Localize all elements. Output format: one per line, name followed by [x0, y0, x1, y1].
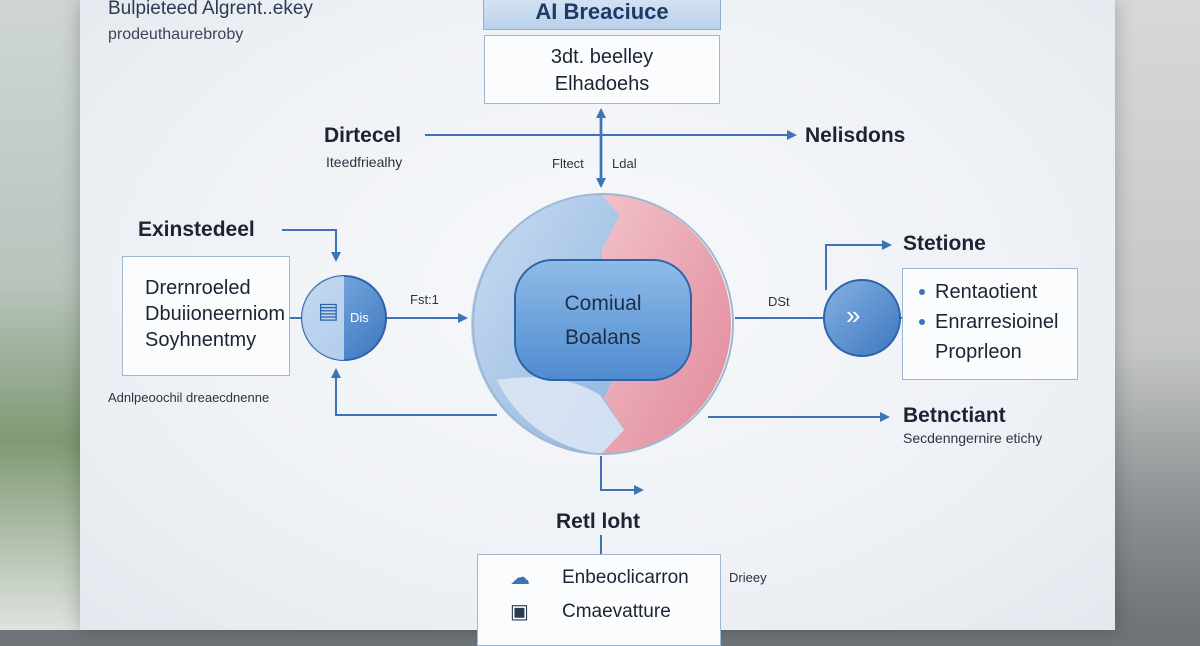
axis-label-right: Ldal: [612, 156, 637, 171]
right-sub-bottom: Secdenngernire etichy: [903, 430, 1043, 446]
right-arrow-label: DSt: [768, 294, 790, 309]
diagram-graphics: [282, 108, 902, 554]
right-box-item-1: Rentaotient: [935, 281, 1038, 303]
center-line-1: Comiual: [564, 292, 642, 315]
double-chevron-icon: »: [846, 300, 861, 330]
network-cloud-icon: ☁: [510, 567, 530, 589]
corner-subtitle: prodeuthaurebroby: [108, 26, 244, 43]
top-title-box: AI Breaciuce: [483, 0, 721, 30]
top-box-line-1: 3dt. beelley: [550, 46, 654, 68]
bottom-box: ☁ Enbeoclicarron ▣ Cmaevatture: [477, 554, 721, 646]
right-node: [823, 279, 901, 357]
central-split-circle: [471, 193, 734, 455]
left-return-arrow: [331, 368, 497, 416]
top-title: AI Breaciuce: [535, 0, 669, 24]
left-box-line-2: Dbuiioneerniom: [145, 303, 286, 325]
left-heading: Exinstedeel: [138, 218, 255, 241]
corner-title: Bulpieteed Algrent..ekey: [108, 0, 313, 19]
center-line-2: Boalans: [565, 326, 641, 349]
right-upper-arrow: [825, 240, 892, 290]
right-heading-top: Stetione: [903, 232, 986, 255]
left-node: [301, 275, 387, 361]
right-box-item-2: Enrarresioinel: [935, 311, 1059, 333]
right-box: Rentaotient Enrarresioinel Proprleon: [902, 268, 1078, 380]
right-box-extra: Proprleon: [935, 341, 1022, 363]
left-node-label: Dis: [350, 310, 369, 325]
left-box-line-3: Soyhnentmy: [145, 329, 257, 351]
background-left: [0, 0, 80, 630]
bottom-arrow: [600, 456, 644, 495]
top-box: 3dt. beelley Elhadoehs: [484, 35, 720, 104]
left-caption: Adnlpeoochil dreaecdnenne: [108, 390, 270, 405]
right-heading-bottom: Betnctiant: [903, 404, 1006, 427]
bullet-icon: [919, 319, 925, 325]
document-icon: ▤: [318, 298, 339, 323]
left-box-line-1: Drernroeled: [145, 277, 251, 299]
axis-label-left: Fltect: [552, 156, 584, 171]
upper-right-heading: Nelisdons: [805, 124, 906, 147]
bottom-heading: Retl loht: [556, 510, 640, 533]
background-right: [1115, 0, 1200, 630]
left-arrow-label: Fst:1: [410, 292, 439, 307]
left-heading-arrow: [282, 229, 341, 262]
left-box: Drernroeled Dbuiioneerniom Soyhnentmy: [122, 256, 290, 376]
upper-left-sub: Iteedfriealhy: [326, 154, 403, 170]
bullet-icon: [919, 289, 925, 295]
bottom-box-line-1: Enbeoclicarron: [562, 567, 689, 588]
top-box-line-2: Elhadoehs: [554, 73, 650, 95]
upper-left-heading: Dirtecel: [324, 124, 402, 147]
bottom-box-line-2: Cmaevatture: [562, 601, 671, 622]
bottom-side-label: Drieey: [729, 570, 767, 585]
robot-icon: ▣: [510, 601, 529, 623]
